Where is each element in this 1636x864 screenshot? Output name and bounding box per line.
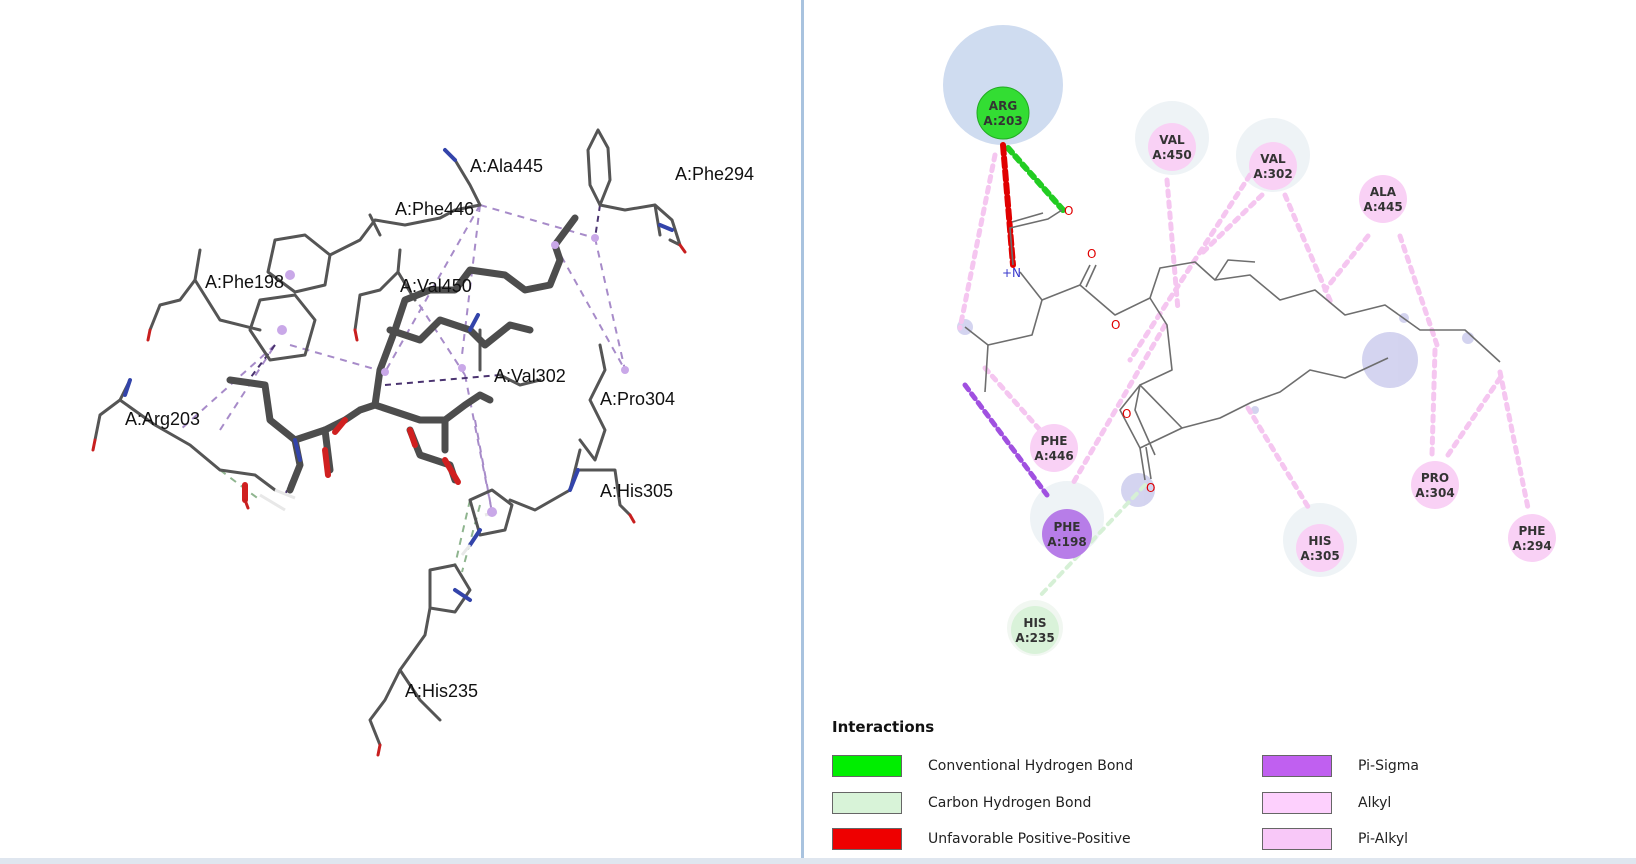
disc-his235[interactable] (1011, 606, 1059, 654)
res-pro304-name: PRO (1421, 471, 1449, 485)
legend-swatch (1262, 792, 1332, 814)
disc-phe198[interactable] (1042, 509, 1092, 559)
res-arg203-pos: A:203 (983, 114, 1022, 128)
res-phe294-name: PHE (1518, 524, 1545, 538)
res-pro304-pos: A:304 (1415, 486, 1454, 500)
atom-o5: O (1146, 481, 1155, 495)
res-val302-name: VAL (1260, 152, 1286, 166)
2d-atom-labels: O +N O O O O (1002, 204, 1155, 495)
legend-item-pi-sigma: Pi-Sigma (1262, 753, 1419, 779)
legend-swatch (1262, 755, 1332, 777)
res-ala445-name: ALA (1370, 185, 1397, 199)
legend-item-conventional-hbond: Conventional Hydrogen Bond (832, 753, 1133, 779)
legend-label: Pi-Sigma (1358, 758, 1419, 774)
atom-o2: O (1087, 247, 1096, 261)
disc-ala445[interactable] (1359, 175, 1407, 223)
disc-val302[interactable] (1249, 142, 1297, 190)
res-phe446-pos: A:446 (1034, 449, 1073, 463)
panel-divider (801, 0, 804, 864)
legend-label: Pi-Alkyl (1358, 831, 1409, 847)
res-val450-name: VAL (1159, 133, 1185, 147)
disc-phe446[interactable] (1030, 424, 1078, 472)
3d-ligand-sticks (226, 214, 579, 494)
disc-his305[interactable] (1296, 524, 1344, 572)
res-phe198-pos: A:198 (1047, 535, 1086, 549)
atom-o4: O (1122, 407, 1131, 421)
label-his305: A:His305 (600, 481, 673, 501)
disc-phe294[interactable] (1508, 514, 1556, 562)
legend-item-pi-alkyl: Pi-Alkyl (1262, 826, 1408, 852)
3d-structure-svg: A:Ala445 A:Phe446 A:Phe294 A:Phe198 A:Va… (91, 128, 754, 757)
res-phe198-name: PHE (1053, 520, 1080, 534)
res-val450-pos: A:450 (1152, 148, 1191, 162)
2d-residue-discs: ARG A:203 VAL A:450 VAL A:302 ALA A:445 … (976, 86, 1556, 654)
res-his235-pos: A:235 (1015, 631, 1054, 645)
res-his235-name: HIS (1023, 616, 1046, 630)
legend-swatch (832, 828, 902, 850)
legend-item-unfavorable: Unfavorable Positive-Positive (832, 826, 1131, 852)
atom-n1: +N (1002, 266, 1021, 280)
legend-swatch (1262, 828, 1332, 850)
2d-interaction-diagram: O +N O O O O ARG A:203 VAL A:450 VAL A:3… (810, 0, 1636, 864)
2d-ligand-skeleton (964, 209, 1501, 481)
legend-swatch (832, 792, 902, 814)
bottom-scroll-edge (0, 858, 1636, 864)
disc-pro304[interactable] (1411, 461, 1459, 509)
res-phe294-pos: A:294 (1512, 539, 1551, 553)
res-his305-name: HIS (1308, 534, 1331, 548)
res-arg203-name: ARG (989, 99, 1017, 113)
legend-title: Interactions (832, 718, 935, 736)
2d-interaction-lines (957, 142, 1531, 600)
atom-o3: O (1111, 318, 1120, 332)
res-val302-pos: A:302 (1253, 167, 1292, 181)
label-phe294: A:Phe294 (675, 164, 754, 184)
3d-centroid-dots (277, 234, 629, 517)
legend-swatch (832, 755, 902, 777)
legend-label: Unfavorable Positive-Positive (928, 831, 1131, 847)
label-pro304: A:Pro304 (600, 389, 675, 409)
res-ala445-pos: A:445 (1363, 200, 1402, 214)
3d-residue-labels: A:Ala445 A:Phe446 A:Phe294 A:Phe198 A:Va… (125, 156, 754, 701)
3d-interaction-view: A:Ala445 A:Phe446 A:Phe294 A:Phe198 A:Va… (0, 0, 800, 864)
label-arg203: A:Arg203 (125, 409, 200, 429)
2d-diagram-svg: O +N O O O O ARG A:203 VAL A:450 VAL A:3… (943, 25, 1556, 656)
disc-val450[interactable] (1148, 123, 1196, 171)
legend-label: Alkyl (1358, 795, 1392, 811)
label-val450: A:Val450 (400, 276, 472, 296)
res-his305-pos: A:305 (1300, 549, 1339, 563)
legend-item-carbon-hbond: Carbon Hydrogen Bond (832, 790, 1091, 816)
label-his235: A:His235 (405, 681, 478, 701)
legend-item-alkyl: Alkyl (1262, 790, 1391, 816)
label-ala445: A:Ala445 (470, 156, 543, 176)
atom-o1: O (1064, 204, 1073, 218)
3d-residue-sticks (93, 128, 682, 747)
legend-label: Conventional Hydrogen Bond (928, 758, 1134, 774)
label-val302: A:Val302 (494, 366, 566, 386)
label-phe446: A:Phe446 (395, 199, 474, 219)
res-phe446-name: PHE (1040, 434, 1067, 448)
disc-arg203[interactable] (976, 86, 1030, 140)
interaction-legend: Interactions Conventional Hydrogen Bond … (832, 718, 1612, 858)
legend-label: Carbon Hydrogen Bond (928, 795, 1092, 811)
label-phe198: A:Phe198 (205, 272, 284, 292)
